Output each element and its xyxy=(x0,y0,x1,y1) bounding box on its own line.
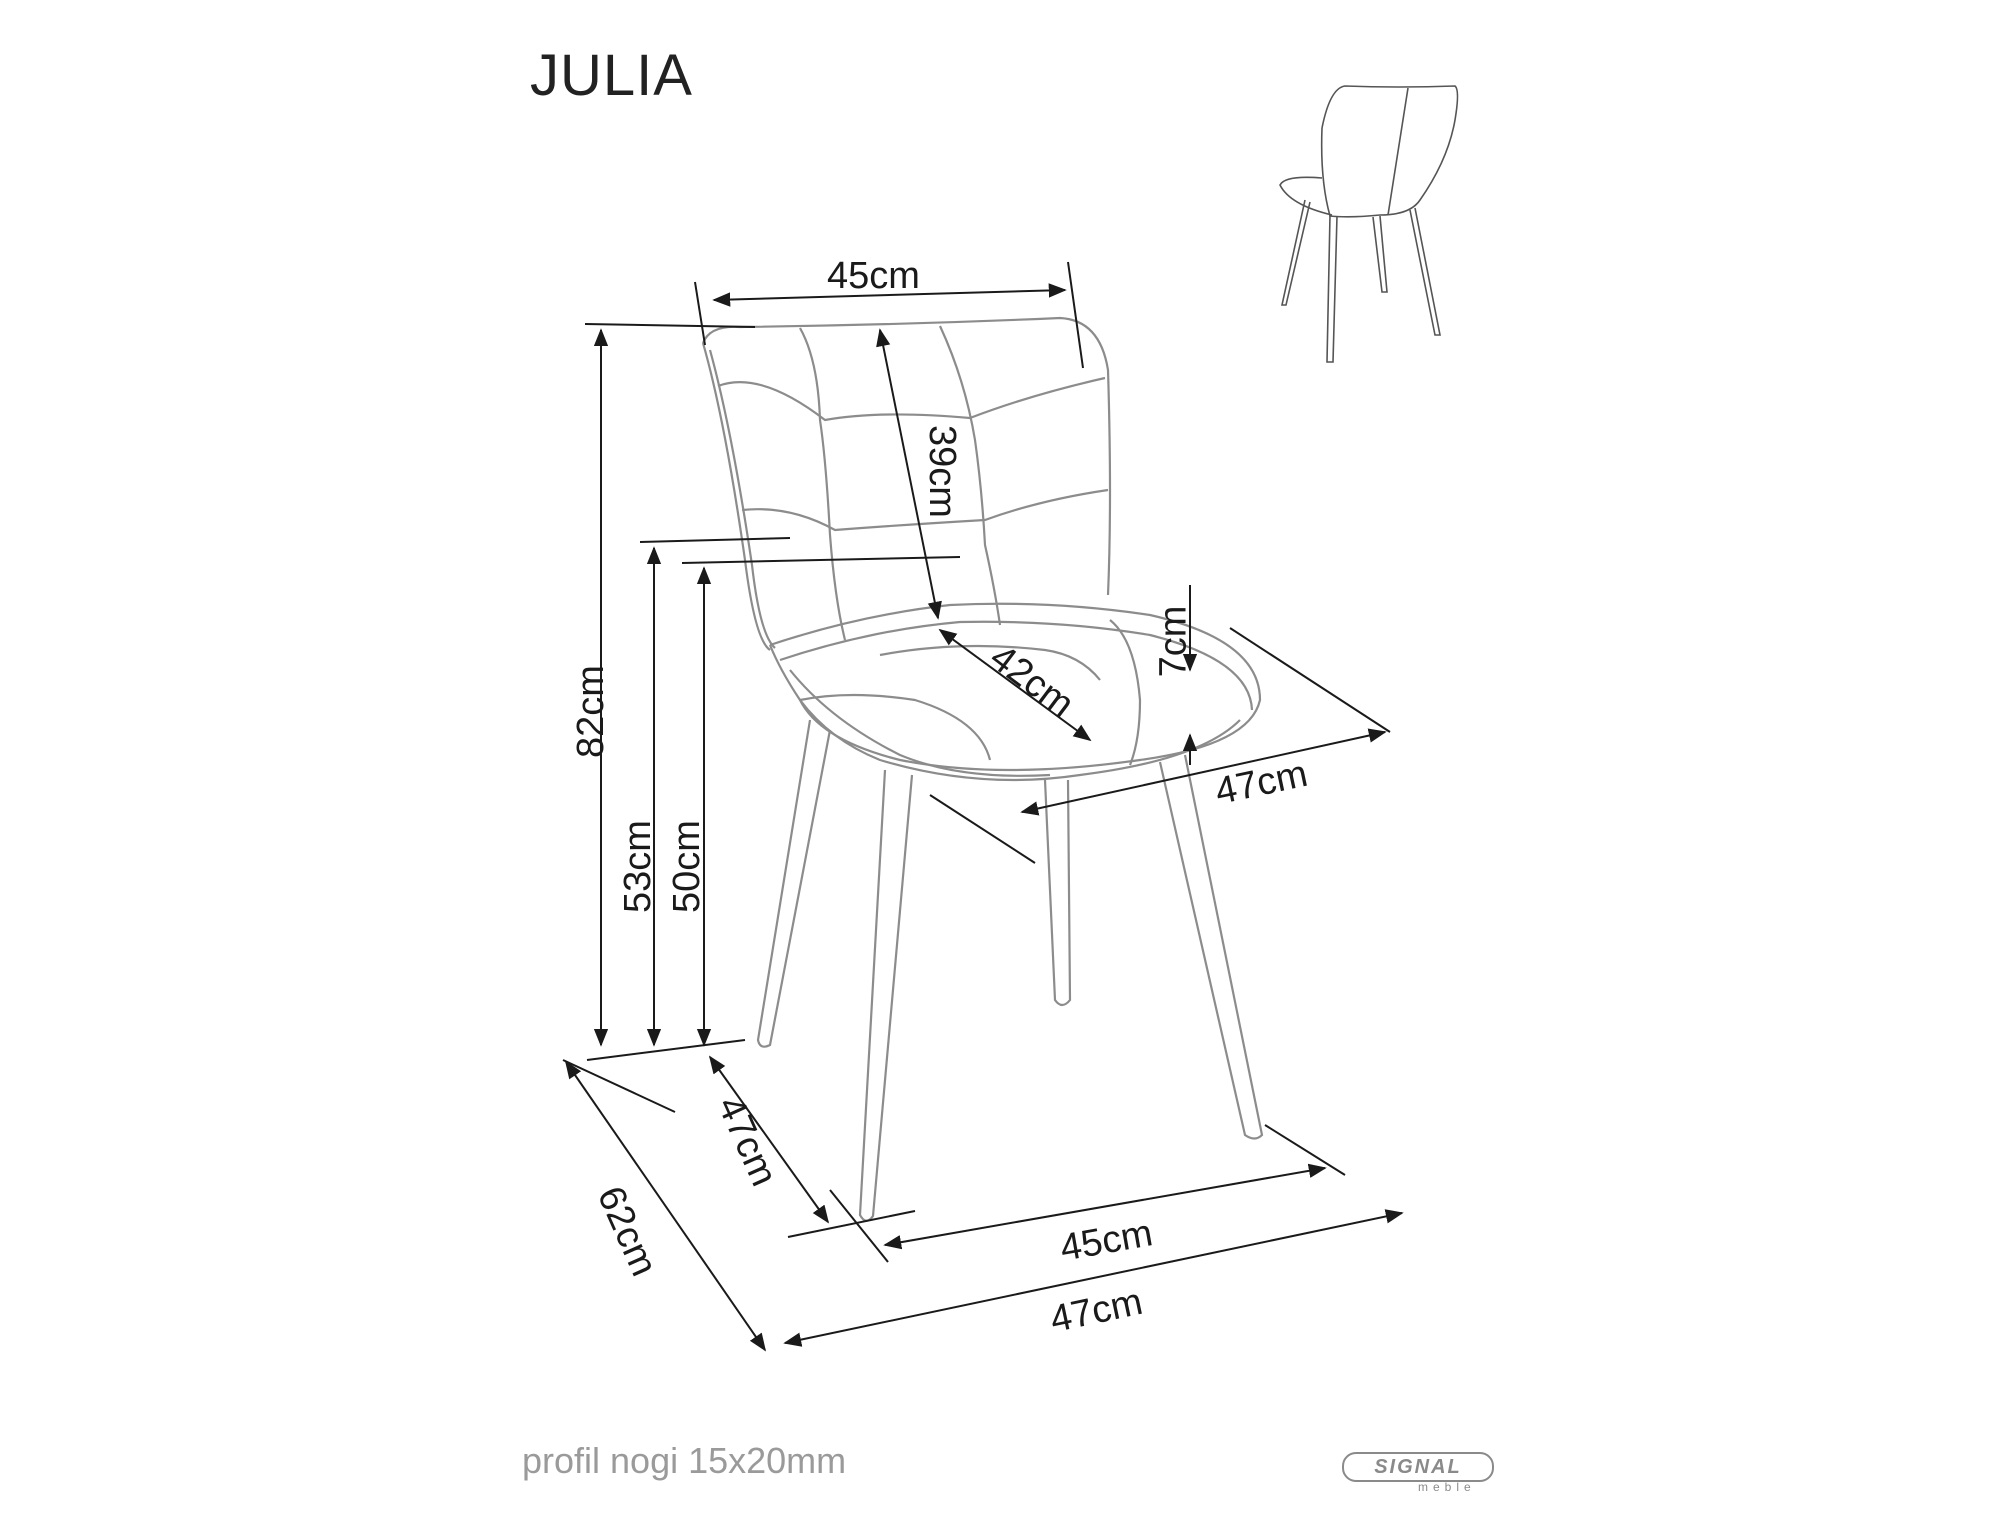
chair-outline xyxy=(701,316,1264,1222)
label-total-height: 82cm xyxy=(569,665,612,758)
dimension-lines xyxy=(562,261,1404,1352)
product-title: JULIA xyxy=(530,43,693,108)
brand-subtitle: meble xyxy=(1418,1480,1476,1494)
label-backrest-height: 39cm xyxy=(920,425,963,518)
brand-name: SIGNAL xyxy=(1374,1455,1462,1478)
thumbnail-chair-back-view xyxy=(1279,85,1459,363)
label-seat-height-top: 53cm xyxy=(616,820,659,913)
label-backrest-width: 45cm xyxy=(827,255,920,297)
label-seat-thickness: 7cm xyxy=(1152,605,1195,678)
brand-logo: SIGNAL xyxy=(1342,1452,1494,1482)
label-seat-height: 50cm xyxy=(665,820,708,913)
leg-profile-note: profil nogi 15x20mm xyxy=(522,1440,847,1481)
